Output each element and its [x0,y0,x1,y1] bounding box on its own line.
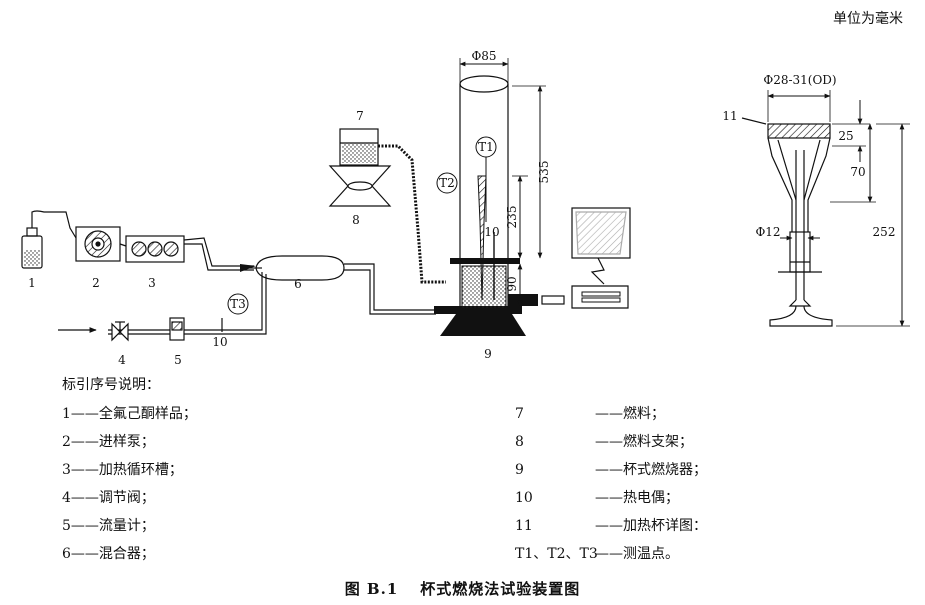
label-1: 1 [28,276,36,290]
regulating-valve [111,321,129,342]
legend-num: T1、T2、T3 [515,546,598,562]
legend-text: ——热电偶； [595,490,679,506]
dim-phi85: Φ85 [471,49,496,63]
controller-box [571,285,629,309]
fuel-line [378,144,446,284]
label-6: 6 [294,277,302,291]
legend-right: 7 ——燃料； 8 ——燃料支架； 9 ——杯式燃烧器； 10 ——热电偶； 11 ——加… [515,400,707,568]
legend-item: 3——加热循环槽； [62,462,183,478]
sample-bottle [21,214,43,269]
cup-burner [461,265,507,309]
label-2: 2 [92,276,100,290]
legend-title: 标引序号说明： [62,377,160,393]
legend-num: 10 [515,490,533,506]
dim-phi12: Φ12 [755,225,780,239]
monitor [571,207,631,285]
tube-pump-circulator [119,243,127,247]
legend-item: 1——全氟己酮样品； [62,406,197,422]
legend-text: ——杯式燃烧器； [595,462,707,478]
legend-left: 1——全氟己酮样品； 2——进样泵； 3——加热循环槽； 4——调节阀； 5——… [62,400,197,568]
dim-535: 535 [537,161,551,184]
legend-text: ——加热杯详图： [595,518,707,534]
figure-caption: 图 B.1 杯式燃烧法试验装置图 [0,578,925,599]
legend-item: 5——流量计； [62,518,155,534]
legend-item: 10 ——热电偶； [515,484,707,512]
legend-num: 8 [515,434,524,450]
fuel-reservoir [339,128,379,166]
dim-90: 90 [505,276,519,291]
figure-number: 图 B.1 [344,580,399,598]
mixer [248,255,345,281]
tube-sample-pump [31,210,77,239]
legend-num: 11 [515,518,533,534]
heating-cup-detail [741,117,833,327]
t2-label: T2 [439,176,455,190]
t3-label: T3 [230,297,246,311]
dim-70: 70 [850,165,865,179]
label-5: 5 [174,353,182,367]
figure-title: 杯式燃烧法试验装置图 [420,580,581,598]
legend-item: 6——混合器； [62,546,155,562]
legend-item: 2——进样泵； [62,434,155,450]
legend-text: ——燃料； [595,406,665,422]
label-11: 11 [722,109,737,123]
legend-item: 11 ——加热杯详图： [515,512,707,540]
dim-od: Φ28-31(OD) [763,73,836,87]
label-10: 10 [484,225,499,239]
dim-252: 252 [873,225,896,239]
legend-text: ——测温点。 [595,546,679,562]
label-7: 7 [356,109,364,123]
label-9: 9 [484,347,492,361]
t3-marker [227,293,249,315]
legend-num: 9 [515,462,524,478]
label-4: 4 [118,353,126,367]
legend-item: 7 ——燃料； [515,400,707,428]
legend-text: ——燃料支架； [595,434,693,450]
label-3: 3 [148,276,156,290]
legend-item: 9 ——杯式燃烧器； [515,456,707,484]
t2-marker [436,172,458,194]
apparatus-diagram: T3 T1 T2 Φ85 5 [21,49,910,367]
dim-235: 235 [505,206,519,229]
legend-item: 4——调节阀； [62,490,155,506]
fuel-stand [328,165,392,207]
legend-item: 8 ——燃料支架； [515,428,707,456]
legend-item: T1、T2、T3——测温点。 [515,540,707,568]
dim-25: 25 [838,129,853,143]
injection-pump [75,226,121,262]
unit-note: 单位为毫米 [833,11,903,27]
flowmeter [169,317,185,341]
burner-base [440,314,526,336]
label-8: 8 [352,213,360,227]
label-10-left: 10 [212,335,227,349]
t1-label: T1 [478,140,494,154]
air-line [108,272,263,331]
legend-num: 7 [515,406,524,422]
tube-mixer-burner [344,263,436,311]
heating-circulator [125,235,185,263]
tube-circulator-mixer [183,237,254,267]
